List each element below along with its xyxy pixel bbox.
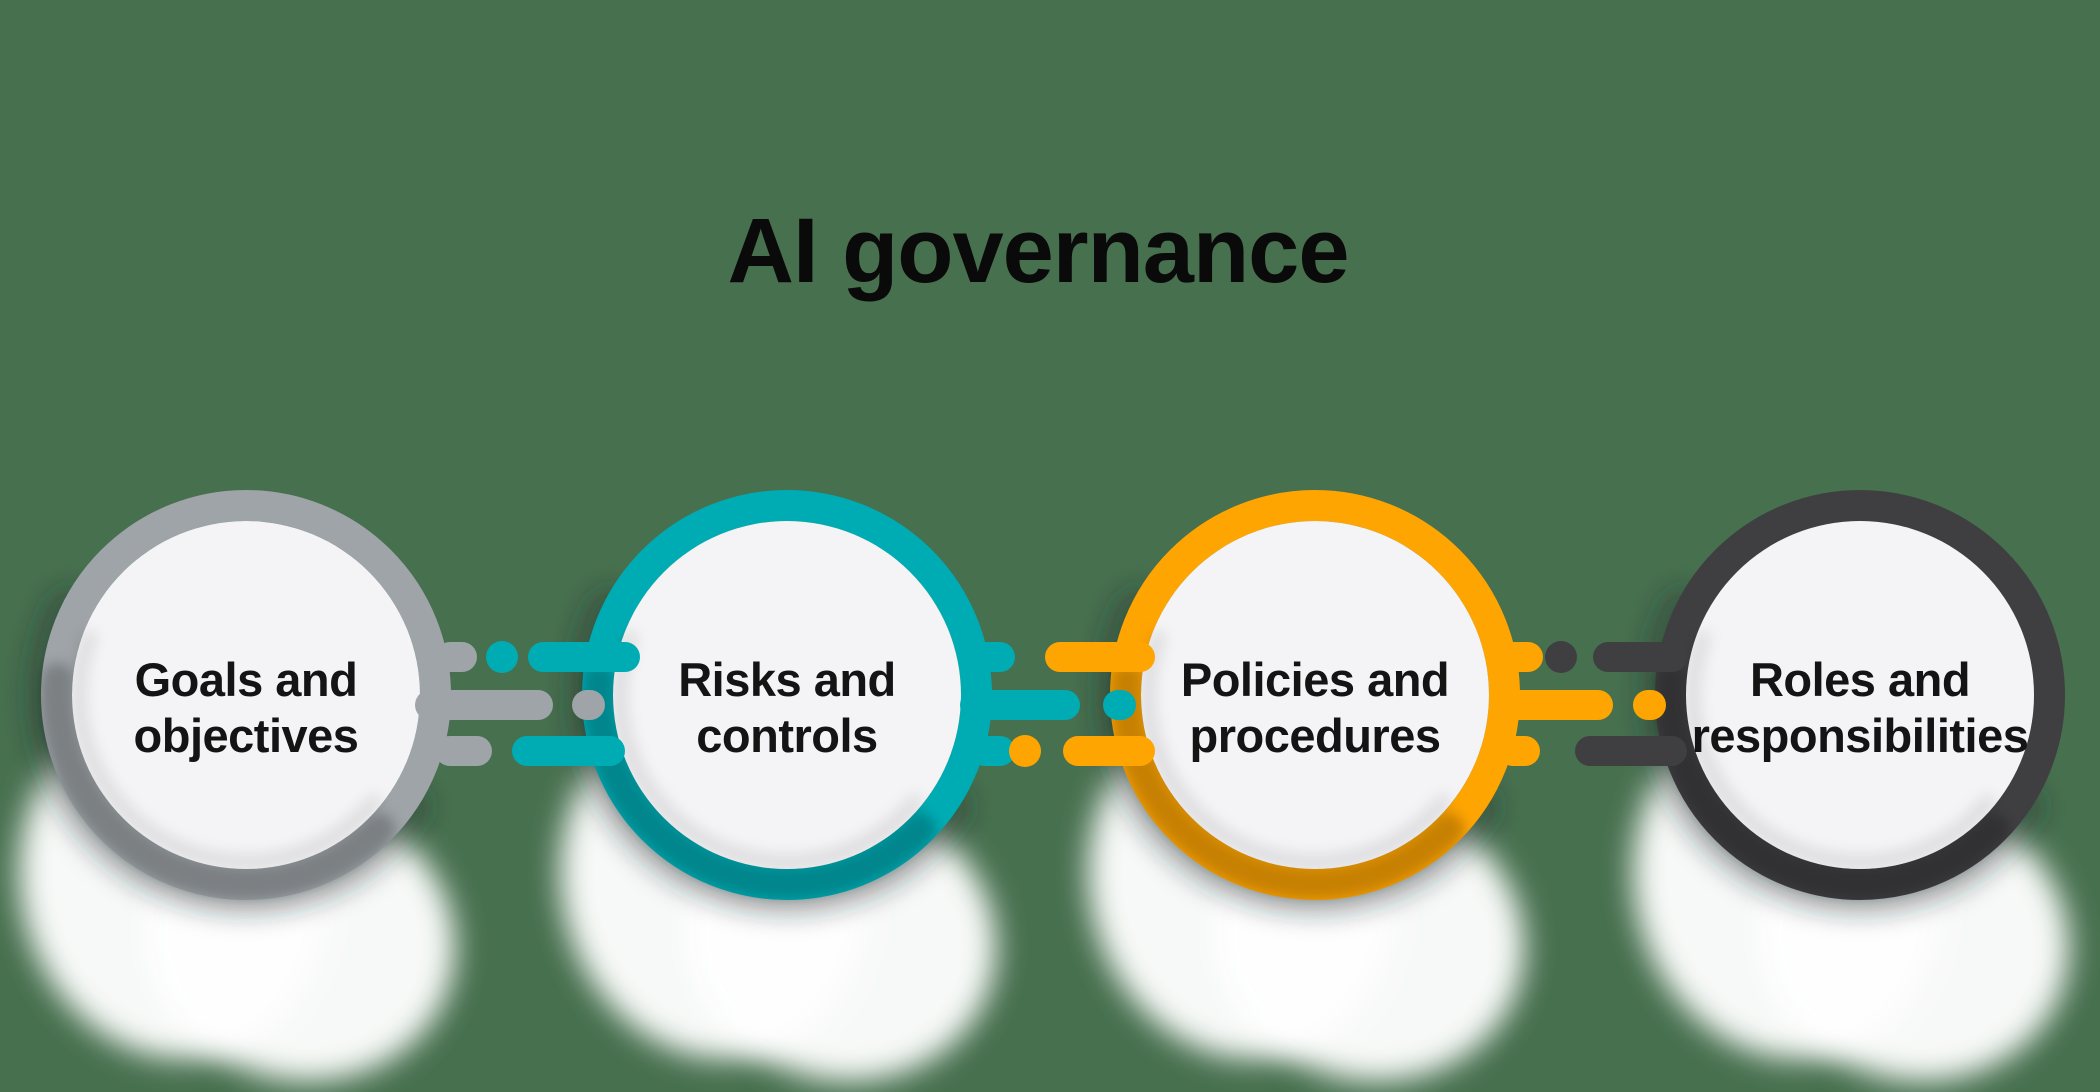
connector-dot [486, 641, 518, 673]
node-inner-disc [72, 521, 420, 869]
node-inner-disc [613, 521, 961, 869]
node-policies-and-procedures [1088, 490, 1525, 1082]
node-label-goals-and-objectives: Goals and objectives [133, 653, 359, 762]
node-roles-and-responsibilities [1633, 490, 2070, 1082]
inner-edge-shadow [1686, 630, 1995, 870]
page-title: AI governance [727, 200, 1350, 302]
node-label-policies-and-procedures: Policies and procedures [1180, 653, 1450, 762]
inner-edge-shadow [613, 630, 922, 870]
connector-dot [1009, 735, 1041, 767]
node-inner-disc [1141, 521, 1489, 869]
connector-dot [1545, 641, 1577, 673]
connector-1 [415, 641, 640, 766]
ring-shading [41, 663, 396, 901]
node-risks-and-controls [560, 490, 997, 1082]
node-label-risks-and-controls: Risks and controls [678, 653, 896, 762]
inner-edge-shadow [1141, 630, 1450, 870]
connector-2 [960, 642, 1155, 767]
node-goals-and-objectives [19, 490, 456, 1082]
node-label-roles-and-responsibilities: Roles and responsibilities [1691, 653, 2029, 762]
node-inner-disc [1686, 521, 2034, 869]
inner-edge-shadow [72, 630, 381, 870]
connector-3 [1490, 641, 1687, 766]
